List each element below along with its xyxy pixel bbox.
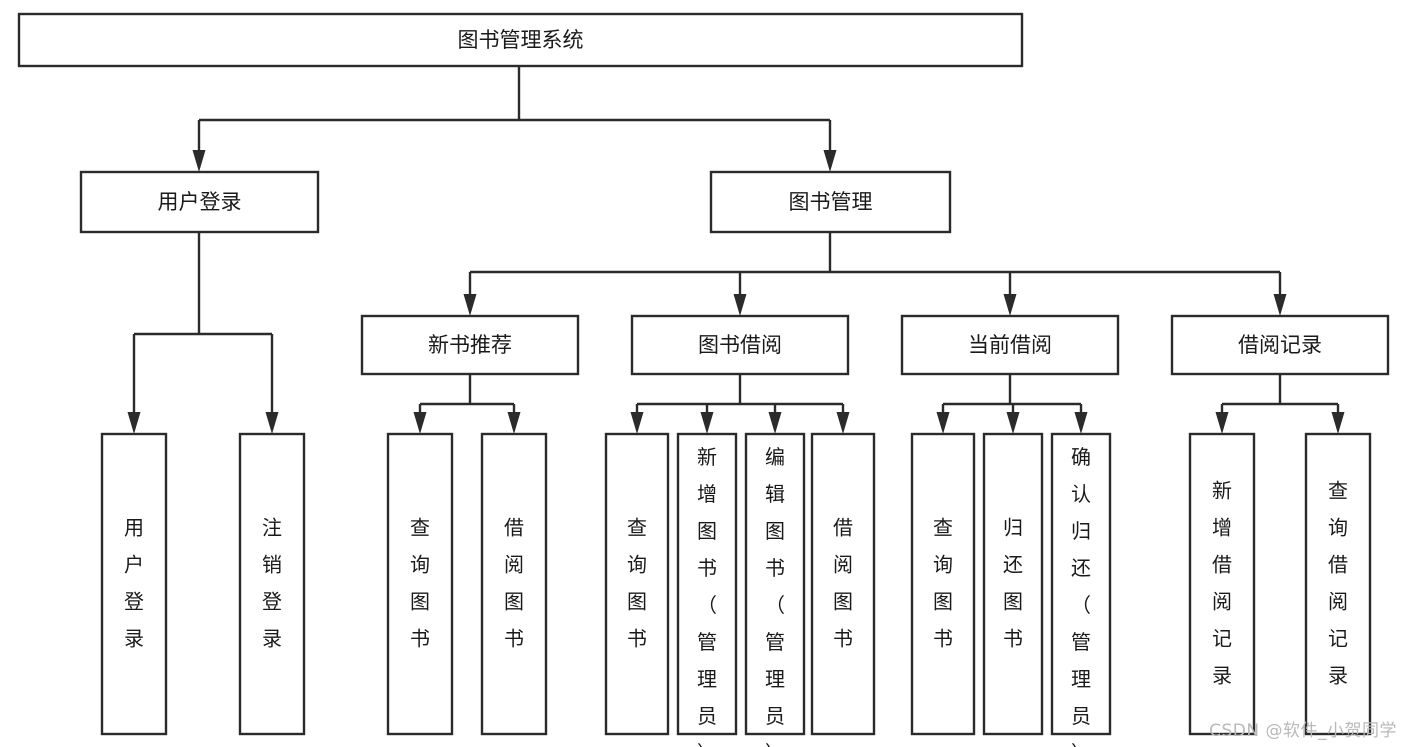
node-label: 图书管理系统 [458,28,584,52]
node-leaf-confirm-return[interactable]: 确认归还（管理员） [1050,432,1112,747]
node-book-management[interactable]: 图书管理 [709,170,952,234]
node-leaf-add-borrow-record[interactable]: 新增借阅记录 [1188,432,1256,736]
connector-current-borrow-to-leaves [936,374,1088,434]
node-box [604,432,670,736]
node-label: 借阅图书 [504,515,524,650]
node-leaf-query-book-borrow[interactable]: 查询图书 [604,432,670,736]
arrow-head-icon [413,412,427,434]
node-leaf-user-logout[interactable]: 注销登录 [238,432,306,736]
node-label: 编辑图书（管理员） [765,445,785,747]
node-label: 用户登录 [124,515,144,650]
arrow-head-icon [507,412,521,434]
node-new-book-recommend[interactable]: 新书推荐 [360,314,580,376]
connector-book-management-to-level3 [463,232,1287,316]
arrow-head-icon [1006,412,1020,434]
node-leaf-query-borrow-record[interactable]: 查询借阅记录 [1304,432,1372,736]
node-layer: 图书管理系统用户登录图书管理新书推荐图书借阅当前借阅借阅记录用户登录注销登录查询… [17,12,1390,747]
node-leaf-add-book[interactable]: 新增图书（管理员） [676,432,738,747]
node-box [630,314,850,376]
node-label: 确认归还（管理员） [1071,445,1091,747]
arrow-head-icon [1074,412,1088,434]
arrow-head-icon [700,412,714,434]
node-label: 查询图书 [627,515,647,650]
arrow-head-icon [1215,412,1229,434]
arrow-head-icon [823,150,837,172]
node-label: 查询图书 [410,515,430,650]
node-box [744,432,806,736]
connector-user-login-to-leaves [127,232,279,434]
arrow-head-icon [463,294,477,316]
node-box [1170,314,1390,376]
node-box [100,432,168,736]
node-box [360,314,580,376]
node-label: 借阅记录 [1238,333,1322,357]
node-box [480,432,548,736]
node-user-login[interactable]: 用户登录 [79,170,320,234]
node-label: 新增借阅记录 [1212,478,1232,687]
node-borrow-records[interactable]: 借阅记录 [1170,314,1390,376]
node-box [238,432,306,736]
node-box [900,314,1120,376]
connector-borrow-records-to-leaves [1215,374,1345,434]
node-leaf-borrow-book[interactable]: 借阅图书 [810,432,876,736]
node-box [709,170,952,234]
arrow-head-icon [192,150,206,172]
node-leaf-query-book-current[interactable]: 查询图书 [910,432,976,736]
node-label: 新书推荐 [428,333,512,357]
node-label: 新增图书（管理员） [697,445,717,747]
node-root[interactable]: 图书管理系统 [17,12,1024,68]
node-label: 用户登录 [158,190,242,214]
node-label: 当前借阅 [968,333,1052,357]
connector-root-to-level2 [192,66,837,172]
node-box [1304,432,1372,736]
connector-book-borrow-to-leaves [630,374,850,434]
node-box [1050,432,1112,736]
node-box [79,170,320,234]
node-box [982,432,1044,736]
node-label: 查询图书 [933,515,953,650]
node-box [386,432,454,736]
csdn-watermark: CSDN @软件_小贺同学 [1209,721,1397,741]
node-box [17,12,1024,68]
node-leaf-return-book[interactable]: 归还图书 [982,432,1044,736]
node-leaf-edit-book[interactable]: 编辑图书（管理员） [744,432,806,747]
node-box [910,432,976,736]
node-leaf-user-login[interactable]: 用户登录 [100,432,168,736]
node-label: 图书管理 [789,190,873,214]
arrow-head-icon [630,412,644,434]
node-book-borrow[interactable]: 图书借阅 [630,314,850,376]
arrow-head-icon [836,412,850,434]
arrow-head-icon [265,412,279,434]
arrow-head-icon [733,294,747,316]
node-box [676,432,738,736]
arrow-head-icon [936,412,950,434]
arrow-head-icon [1273,294,1287,316]
connector-new-book-recommend-to-leaves [413,374,521,434]
node-leaf-query-book-recommend[interactable]: 查询图书 [386,432,454,736]
arrow-head-icon [768,412,782,434]
connector-layer [127,66,1345,434]
node-label: 查询借阅记录 [1328,478,1348,687]
node-current-borrow[interactable]: 当前借阅 [900,314,1120,376]
node-label: 借阅图书 [833,515,853,650]
node-box [1188,432,1256,736]
arrow-head-icon [127,412,141,434]
arrow-head-icon [1331,412,1345,434]
node-label: 归还图书 [1003,515,1023,650]
node-label: 注销登录 [262,515,282,650]
arrow-head-icon [1003,294,1017,316]
node-leaf-borrow-book-recommend[interactable]: 借阅图书 [480,432,548,736]
node-box [810,432,876,736]
node-label: 图书借阅 [698,333,782,357]
